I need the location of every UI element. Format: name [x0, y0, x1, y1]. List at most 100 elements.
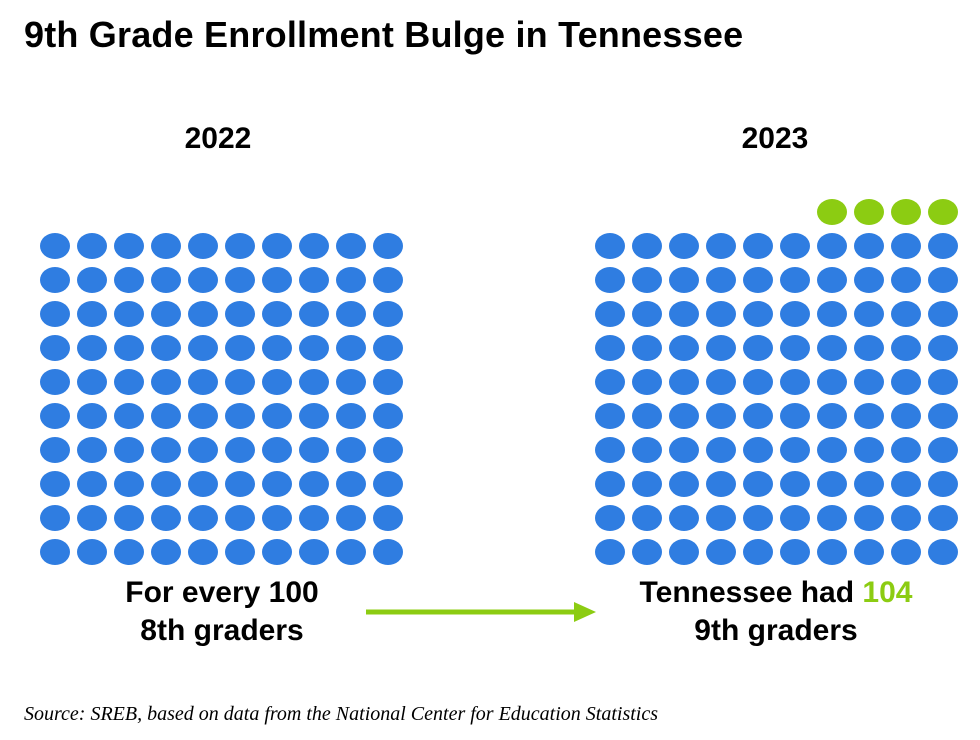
dot-base [262, 539, 292, 565]
dot-base [891, 335, 921, 361]
dot-base [262, 335, 292, 361]
dot-base [928, 233, 958, 259]
dot-base [114, 233, 144, 259]
dot-base [632, 403, 662, 429]
dot-extra [891, 199, 921, 225]
dot-base [743, 437, 773, 463]
dot-base [262, 437, 292, 463]
dot-base [632, 437, 662, 463]
dot-base [188, 505, 218, 531]
dot-base [595, 369, 625, 395]
dot-base [743, 403, 773, 429]
dot-base [817, 233, 847, 259]
dot-base [40, 505, 70, 531]
dot-base [299, 335, 329, 361]
caption-2022-line1: For every 100 [125, 576, 319, 609]
dot-base [743, 539, 773, 565]
dot-base [817, 335, 847, 361]
dot-base [669, 403, 699, 429]
dot-base [151, 471, 181, 497]
dot-base [373, 267, 403, 293]
dot-base [780, 267, 810, 293]
dot-base [706, 233, 736, 259]
chart-title: 9th Grade Enrollment Bulge in Tennessee [24, 14, 744, 55]
dot-base [299, 267, 329, 293]
dot-base [188, 539, 218, 565]
dot-base [891, 233, 921, 259]
dot-base [77, 505, 107, 531]
dot-base [743, 267, 773, 293]
dot-base [373, 369, 403, 395]
dot-base [225, 369, 255, 395]
dot-base [373, 505, 403, 531]
dot-base [632, 267, 662, 293]
dot-base [77, 471, 107, 497]
caption-2023-prefix: Tennessee had [639, 576, 863, 609]
dot-base [225, 437, 255, 463]
dot-base [225, 267, 255, 293]
dot-base [114, 369, 144, 395]
caption-2022: For every 100 8th graders [12, 574, 432, 650]
caption-2023-line1: Tennessee had 104 [566, 574, 980, 612]
dot-base [336, 539, 366, 565]
dot-base [336, 233, 366, 259]
dot-base [632, 335, 662, 361]
dot-base [336, 335, 366, 361]
dot-base [891, 369, 921, 395]
dot-base [706, 437, 736, 463]
dot-base [373, 233, 403, 259]
year-label-2022: 2022 [184, 122, 252, 155]
dot-base [225, 539, 255, 565]
dot-base [891, 437, 921, 463]
arrow-icon [366, 602, 596, 622]
dot-base [854, 471, 884, 497]
dot-base [188, 335, 218, 361]
dot-base [151, 369, 181, 395]
dot-base [188, 403, 218, 429]
dot-base [817, 369, 847, 395]
dot-base [299, 471, 329, 497]
dot-base [854, 267, 884, 293]
dot-base [299, 539, 329, 565]
dot-base [706, 369, 736, 395]
dot-base [706, 301, 736, 327]
dot-base [114, 471, 144, 497]
dot-base [114, 505, 144, 531]
dot-base [817, 403, 847, 429]
dot-base [151, 233, 181, 259]
dot-base [891, 267, 921, 293]
dot-base [854, 301, 884, 327]
dot-base [632, 301, 662, 327]
dot-base [373, 301, 403, 327]
dot-base [669, 539, 699, 565]
dot-base [595, 233, 625, 259]
dot-base [669, 437, 699, 463]
dot-base [40, 369, 70, 395]
dot-base [928, 369, 958, 395]
dot-base [928, 471, 958, 497]
year-label-2023: 2023 [741, 122, 809, 155]
dot-base [891, 301, 921, 327]
dot-base [151, 267, 181, 293]
dot-base [595, 505, 625, 531]
dot-base [114, 437, 144, 463]
dot-base [299, 369, 329, 395]
dot-base [706, 335, 736, 361]
dot-base [262, 403, 292, 429]
dot-base [743, 335, 773, 361]
dot-base [77, 437, 107, 463]
dot-base [77, 301, 107, 327]
dot-base [854, 437, 884, 463]
dot-base [373, 539, 403, 565]
dot-base [669, 471, 699, 497]
dot-base [188, 369, 218, 395]
dot-base [891, 505, 921, 531]
dot-base [373, 335, 403, 361]
dot-base [225, 403, 255, 429]
dot-base [706, 267, 736, 293]
dot-base [40, 437, 70, 463]
dot-base [669, 267, 699, 293]
dot-base [188, 267, 218, 293]
dot-base [262, 369, 292, 395]
dot-base [373, 403, 403, 429]
